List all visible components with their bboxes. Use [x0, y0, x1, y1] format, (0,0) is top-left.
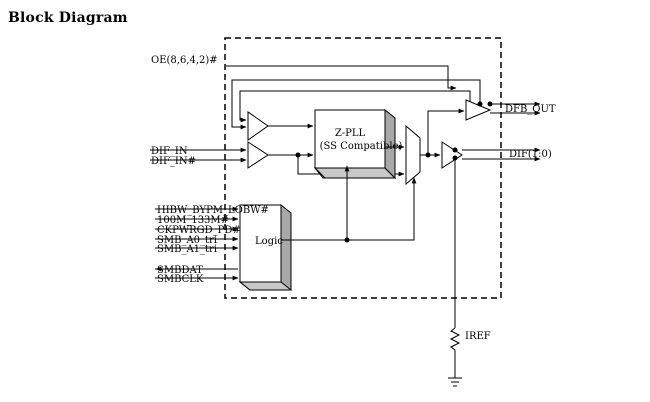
- dfb-out-label: DFB_OUT: [505, 104, 556, 115]
- m100-label: 100M_133M#: [157, 215, 229, 226]
- smbclk-label: SMBCLK: [157, 274, 204, 285]
- feedback-loop-outer: [231, 79, 481, 130]
- mux: [405, 124, 421, 186]
- input-buffer-top: [247, 111, 269, 141]
- input-buffer-bottom: [247, 141, 269, 169]
- oe-label: OE(8,6,4,2)#: [151, 55, 218, 66]
- smbdat-label: SMBDAT: [157, 265, 203, 276]
- ckpwrgd-label: CKPWRGD_PD#: [157, 225, 241, 236]
- hibw-label: HIBW_BYPM_LOBW#: [157, 205, 269, 216]
- smb-a1-label: SMB_A1_tri: [157, 244, 217, 255]
- logic-block: Logic: [238, 203, 293, 291]
- dif-in-n-label: DIF_IN#: [151, 156, 196, 167]
- control-inputs: HIBW_BYPM_LOBW# 100M_133M# CKPWRGD_PD# S…: [155, 205, 269, 285]
- pll-title: Z-PLL: [335, 128, 366, 139]
- pll-subtitle: (SS Compatible): [320, 141, 403, 152]
- iref-label: IREF: [465, 331, 491, 342]
- oe-signal: OE(8,6,4,2)#: [151, 55, 457, 91]
- smb-a0-label: SMB_A0_tri: [157, 235, 217, 246]
- dif-in-label: DIF_IN: [151, 146, 188, 157]
- iref-resistor: [449, 327, 461, 351]
- chip-boundary: [224, 37, 502, 299]
- ground-icon: [448, 377, 462, 387]
- dif-output-buffer: [441, 141, 463, 169]
- logic-label: Logic: [255, 236, 283, 247]
- z-pll-block: Z-PLL (SS Compatible): [313, 108, 403, 180]
- dif-out-label: DIF(1:0): [509, 149, 552, 160]
- feedback-loop-inner: [239, 90, 471, 123]
- page-title: Block Diagram: [8, 10, 128, 26]
